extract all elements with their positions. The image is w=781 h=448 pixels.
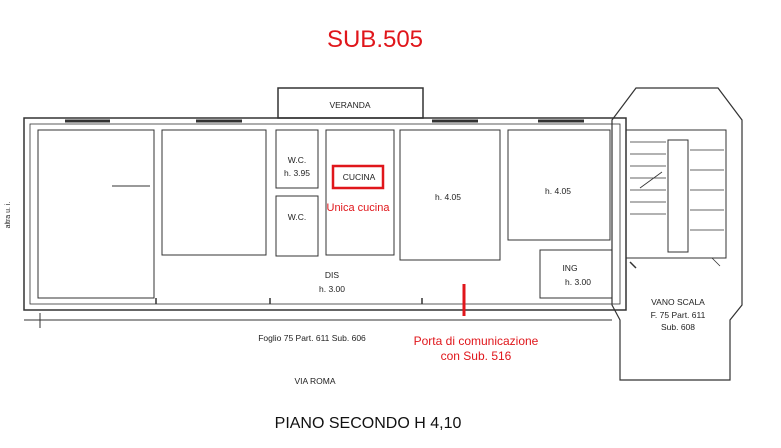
annotation-porta-line2: con Sub. 516 — [441, 349, 512, 363]
stair-well — [667, 139, 689, 253]
label-vano-scala-ref: F. 75 Part. 611 — [651, 310, 706, 320]
label-foglio: Foglio 75 Part. 611 Sub. 606 — [258, 333, 366, 343]
outer-wall-inner — [29, 123, 621, 305]
label-cucina: CUCINA — [343, 172, 376, 182]
walls — [23, 87, 627, 328]
label-vano-scala: VANO SCALA — [651, 297, 705, 307]
label-room-right-height: h. 4.05 — [545, 186, 571, 196]
room-labels: VERANDA W.C. h. 3.95 W.C. CUCINA h. 4.05… — [5, 100, 706, 386]
cucina-column — [325, 129, 395, 256]
stair-outline — [611, 87, 743, 381]
wc-top-outline — [275, 129, 319, 189]
outer-wall — [23, 117, 627, 311]
cucina-highlight-box — [331, 164, 385, 190]
stair-block — [611, 87, 743, 381]
label-side: altra u. i. — [5, 202, 12, 229]
room-middle — [399, 129, 501, 261]
label-ing-height: h. 3.00 — [565, 277, 591, 287]
label-via: VIA ROMA — [294, 376, 335, 386]
plan-title: SUB.505 — [327, 26, 423, 53]
room-right — [507, 129, 611, 241]
label-wc-top: W.C. — [288, 155, 306, 165]
label-wc-top-height: h. 3.95 — [284, 168, 310, 178]
ing-outline — [539, 249, 613, 299]
stair-core — [625, 129, 727, 259]
veranda-outline — [277, 87, 424, 119]
plan-footer: PIANO SECONDO H 4,10 — [275, 415, 462, 432]
label-vano-scala-sub: Sub. 608 — [661, 322, 695, 332]
label-ing: ING — [562, 263, 577, 273]
room-left — [37, 129, 155, 299]
label-room-middle-height: h. 4.05 — [435, 192, 461, 202]
label-wc-bottom: W.C. — [288, 212, 306, 222]
room-second — [161, 129, 267, 256]
wc-bottom-outline — [275, 195, 319, 257]
label-veranda: VERANDA — [329, 100, 370, 110]
annotation-unica-cucina: Unica cucina — [327, 202, 391, 214]
annotation-porta-line1: Porta di comunicazione — [414, 334, 539, 348]
label-dis-height: h. 3.00 — [319, 284, 345, 294]
label-dis: DIS — [325, 270, 340, 280]
